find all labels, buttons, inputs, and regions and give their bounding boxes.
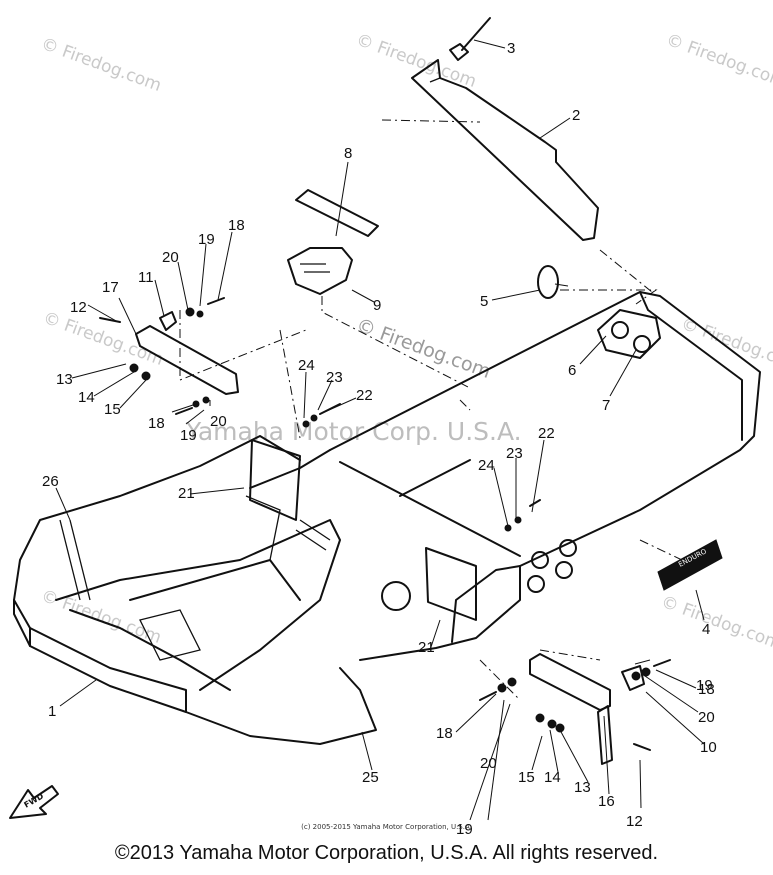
callout-19-lower: 19 <box>456 821 473 838</box>
callout-18-right: 18 <box>698 681 715 698</box>
callout-10: 10 <box>700 739 717 756</box>
callout-21-right: 21 <box>418 639 435 656</box>
callout-24-mid: 24 <box>298 357 315 374</box>
callout-20-lower: 20 <box>480 755 497 772</box>
callout-15-right: 15 <box>518 769 535 786</box>
part-5-grommet <box>537 265 569 299</box>
callout-15-left: 15 <box>104 401 121 418</box>
callout-18-mid: 18 <box>148 415 165 432</box>
fasteners <box>99 297 671 751</box>
callout-13-left: 13 <box>56 371 73 388</box>
callout-7: 7 <box>602 397 610 414</box>
part-16-bracket <box>529 653 645 765</box>
watermark-layer: © Firedog.com © Firedog.com © Firedog.co… <box>38 30 773 654</box>
callout-21-left: 21 <box>178 485 195 502</box>
callout-24-right: 24 <box>478 457 495 474</box>
callout-9: 9 <box>373 297 381 314</box>
callout-22-right: 22 <box>538 425 555 442</box>
callout-17: 17 <box>102 279 119 296</box>
part-2-panel <box>411 59 599 241</box>
watermark-top-right: © Firedog.com <box>663 30 773 92</box>
part-1-bellypan <box>13 435 377 745</box>
callout-14-right: 14 <box>544 769 561 786</box>
watermark-low-right: © Firedog.com <box>658 592 773 654</box>
callout-2: 2 <box>572 107 580 124</box>
callout-13-right: 13 <box>574 779 591 796</box>
assembly-lines <box>179 119 683 701</box>
callout-4: 4 <box>702 621 710 638</box>
callout-20-mid: 20 <box>210 413 227 430</box>
part-8-strip <box>295 189 379 237</box>
callout-22-mid: 22 <box>356 387 373 404</box>
part-21-plates <box>249 439 477 621</box>
watermark-corp: Yamaha Motor Corp. U.S.A. <box>185 417 522 446</box>
callout-19-upper: 19 <box>198 231 215 248</box>
callout-14-left: 14 <box>78 389 95 406</box>
small-credit: (c) 2005-2015 Yamaha Motor Corporation, … <box>301 823 472 831</box>
callout-12-left: 12 <box>70 299 87 316</box>
callout-20-upper: 20 <box>162 249 179 266</box>
callout-11: 11 <box>138 269 154 286</box>
callout-25: 25 <box>362 769 379 786</box>
callout-19-mid: 19 <box>180 427 197 444</box>
callout-12-right: 12 <box>626 813 643 830</box>
callout-1: 1 <box>48 703 56 720</box>
fwd-arrow-icon: FWD <box>9 785 59 819</box>
watermark-mid-left: © Firedog.com <box>40 308 166 370</box>
callout-20-right: 20 <box>698 709 715 726</box>
part-25-frame <box>249 291 761 661</box>
copyright-notice: ©2013 Yamaha Motor Corporation, U.S.A. A… <box>114 842 659 864</box>
watermark-top-left: © Firedog.com <box>38 34 164 96</box>
part-17-bracket <box>135 311 239 395</box>
callout-23-mid: 23 <box>326 369 343 386</box>
callout-8: 8 <box>344 145 352 162</box>
part-6-7-bushings <box>597 309 661 359</box>
part-3-rivet <box>449 17 491 61</box>
callout-23-right: 23 <box>506 445 523 462</box>
callout-18-lower: 18 <box>436 725 453 742</box>
leader-lines <box>55 39 705 821</box>
callout-3: 3 <box>507 40 515 57</box>
callout-16: 16 <box>598 793 615 810</box>
callout-18-upper: 18 <box>228 217 245 234</box>
callout-6: 6 <box>568 362 576 379</box>
callout-labels: 1 2 3 4 5 6 7 8 9 10 11 12 12 13 13 14 1… <box>42 40 717 838</box>
part-9-boot <box>287 247 353 295</box>
watermark-center: © Firedog.com <box>353 314 493 383</box>
callout-5: 5 <box>480 293 488 310</box>
part-4-decal: ENDURO <box>657 539 723 591</box>
callout-26: 26 <box>42 473 59 490</box>
callout-19-right: 19 <box>696 677 713 694</box>
